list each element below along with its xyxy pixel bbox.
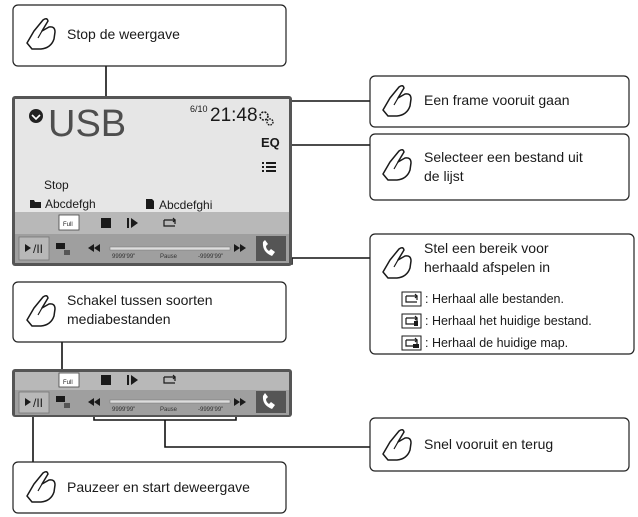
media-switch-icon[interactable]: [56, 243, 65, 249]
phone-icon-bottom: [262, 393, 275, 409]
media-switch-icon-bottom[interactable]: [56, 396, 65, 402]
full-screen-button[interactable]: [58, 214, 80, 231]
callout-select-text-1: Selecteer een bestand uit: [424, 149, 583, 165]
pause-label-bottom: Pause: [160, 407, 178, 413]
svg-text:/II: /II: [33, 242, 43, 256]
callout-select: Selecteer een bestand uit de lijst: [369, 133, 630, 201]
source-title: USB: [48, 103, 126, 145]
elapsed-time-bottom: 9999'99": [112, 407, 135, 413]
control-bar: [15, 212, 289, 234]
callout-frame: Een frame vooruit gaan: [369, 75, 630, 128]
elapsed-time: 9999'99": [112, 254, 135, 260]
frame-advance-icon[interactable]: [127, 218, 138, 228]
callout-stop: Stop de weergave: [12, 4, 287, 67]
legend-repeat-all: : Herhaal alle bestanden.: [425, 292, 564, 306]
file-icon: [146, 199, 154, 209]
settings-gear-icon[interactable]: [259, 111, 274, 126]
full-label-bottom: Full: [63, 380, 73, 386]
callout-switch-text-2: mediabestanden: [67, 311, 171, 327]
callout-pause-text: Pauzeer en start deweergave: [67, 479, 250, 495]
control-bar-bottom: [15, 372, 289, 390]
play-pause-button[interactable]: [18, 236, 50, 261]
callout-switch-text-1: Schakel tussen soorten: [67, 292, 213, 308]
playback-status: Stop: [44, 178, 69, 192]
date-display: 6/10: [190, 104, 208, 114]
full-label: Full: [63, 222, 73, 228]
remaining-time: -9999'99": [198, 254, 223, 260]
progress-track-bottom[interactable]: [109, 399, 231, 404]
stop-icon[interactable]: [101, 218, 111, 228]
legend-repeat-file: : Herhaal het huidige bestand.: [425, 314, 592, 328]
rewind-icon[interactable]: [88, 244, 100, 252]
callout-seek: Snel vooruit en terug: [369, 417, 630, 472]
repeat-file-icon: [405, 315, 418, 326]
fast-forward-icon[interactable]: [234, 244, 246, 252]
play-pause-button-bottom[interactable]: [18, 391, 50, 414]
folder-name: Abcdefgh: [45, 197, 96, 211]
clock-display: 21:48: [210, 105, 258, 126]
pause-label: Pause: [160, 254, 178, 260]
callout-frame-text: Een frame vooruit gaan: [424, 92, 570, 108]
callout-repeat: Stel een bereik voor herhaald afspelen i…: [369, 233, 635, 355]
menu-toggle-icon[interactable]: [29, 109, 43, 123]
remaining-time-bottom: -9999'99": [198, 407, 223, 413]
progress-track[interactable]: [109, 246, 231, 251]
screen-display: [15, 99, 289, 212]
list-icon[interactable]: [262, 162, 276, 172]
connector-seek: [164, 420, 370, 448]
file-name: Abcdefghi: [159, 198, 212, 212]
callout-select-text-2: de lijst: [424, 168, 464, 184]
callout-repeat-text-1: Stel een bereik voor: [424, 240, 549, 256]
full-screen-button-bottom[interactable]: [58, 372, 80, 388]
callout-switch-media: Schakel tussen soorten mediabestanden: [12, 281, 287, 343]
screen-top: USB 6/10 21:48 EQ Stop Abcdefgh Abcdefgh…: [12, 96, 292, 266]
repeat-folder-icon: [405, 337, 419, 348]
callout-seek-text: Snel vooruit en terug: [424, 436, 553, 452]
fast-forward-icon-bottom[interactable]: [234, 398, 246, 406]
callout-repeat-text-2: herhaald afspelen in: [424, 259, 550, 275]
callout-stop-text: Stop de weergave: [67, 26, 180, 42]
frame-advance-icon-bottom[interactable]: [127, 375, 138, 385]
screen-bottom: Full /II 9999'99" Pause -9999'99": [12, 369, 292, 417]
callout-pause: Pauzeer en start deweergave: [12, 461, 287, 514]
svg-text:/II: /II: [33, 396, 43, 410]
folder-icon: [30, 200, 41, 208]
rewind-icon-bottom[interactable]: [88, 398, 100, 406]
legend-repeat-folder: : Herhaal de huidige map.: [425, 336, 568, 350]
stop-icon-bottom[interactable]: [101, 375, 111, 385]
phone-icon: [262, 240, 275, 256]
phone-button[interactable]: [256, 236, 286, 261]
eq-button[interactable]: EQ: [261, 135, 280, 150]
